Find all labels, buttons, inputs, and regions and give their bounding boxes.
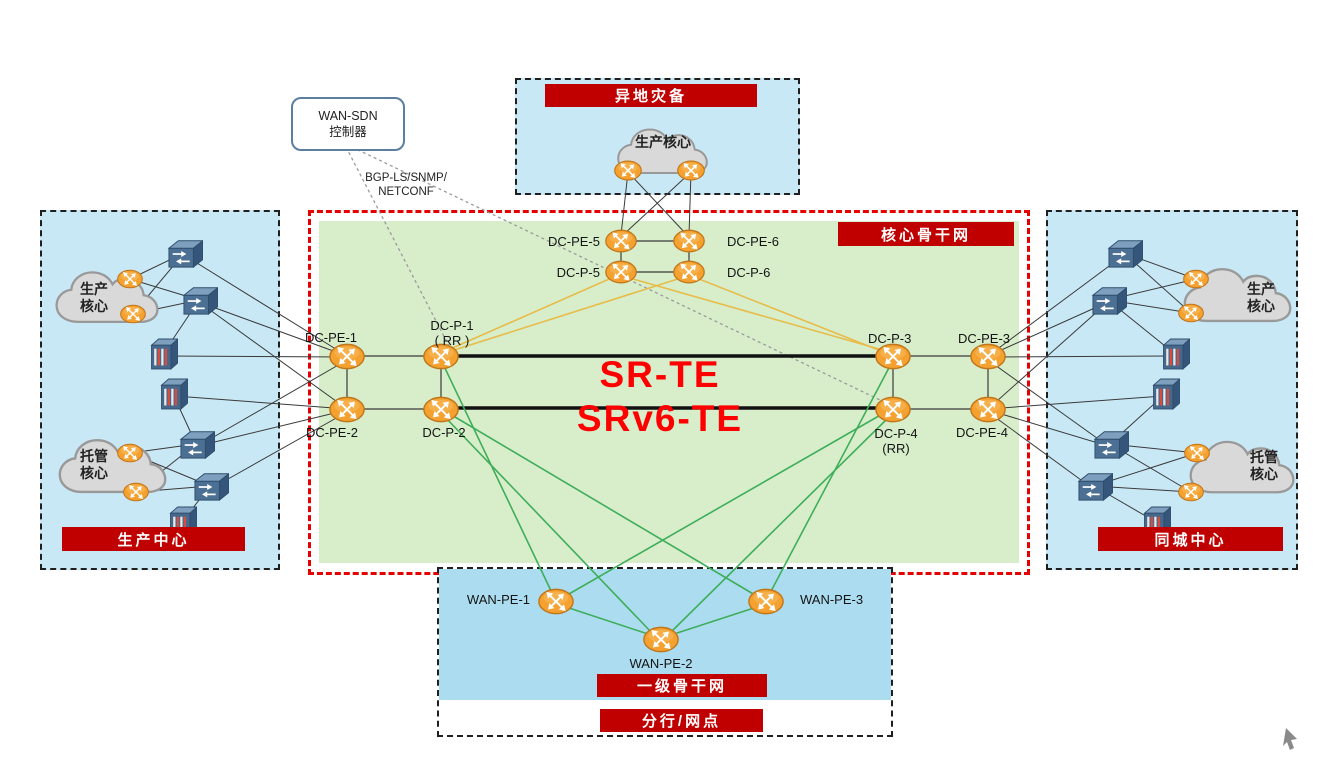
switch-icon-left-3	[180, 431, 215, 459]
label-dc-pe-1: DC-PE-1	[305, 330, 358, 345]
label-dc-p-2: DC-P-2	[422, 425, 466, 440]
label-wan-pe-1: WAN-PE-1	[466, 592, 530, 607]
right-hosted-cloud-label: 托管 核心	[1250, 449, 1278, 483]
banner-production-center: 生产中心	[62, 527, 245, 551]
sr-te-label: SR-TE	[599, 354, 721, 395]
protocol-label: BGP-LS/SNMP/ NETCONF	[350, 171, 462, 199]
right-production-cloud-label-l2: 核心	[1247, 298, 1275, 314]
wan-sdn-controller-box: WAN-SDN 控制器	[291, 97, 405, 151]
router-icon-dc-p-6	[673, 260, 705, 284]
banner-disaster-recovery: 异地灾备	[545, 84, 757, 107]
access-link-lines	[129, 171, 1198, 523]
core-backbone-region-fill	[319, 221, 1019, 563]
server-icon-left-2	[161, 378, 188, 410]
label-dc-p-4-rr: (RR)	[882, 441, 910, 456]
banner-city-center: 同城中心	[1098, 527, 1283, 551]
label-dc-p-1: DC-P-1 ( RR )	[420, 318, 484, 348]
mouse-cursor-icon	[1283, 728, 1297, 750]
switch-icon-right-4	[1078, 473, 1113, 501]
controller-name-line1: WAN-SDN	[318, 109, 378, 123]
switch-icon-right-3	[1094, 431, 1129, 459]
label-dc-pe-6: DC-PE-6	[727, 234, 780, 249]
router-icon-dc-pe-5	[605, 229, 637, 253]
label-dc-pe-3: DC-PE-3	[958, 331, 1011, 346]
router-icon-dc-pe-4	[970, 396, 1006, 423]
router-icon-wan-pe-3	[748, 588, 784, 615]
protocol-line1: BGP-LS/SNMP/	[365, 172, 447, 184]
switch-icon-right-2	[1092, 287, 1127, 315]
left-production-cloud-label-l2: 核心	[80, 298, 108, 314]
banner-tier1-backbone: 一级骨干网	[597, 674, 767, 697]
branch-region-border	[437, 567, 893, 737]
left-hosted-cloud-label-l1: 托管	[80, 448, 108, 464]
router-icon-dc-p-2	[423, 396, 459, 423]
switch-icon-left-1	[168, 240, 203, 268]
label-dc-p-3: DC-P-3	[868, 331, 912, 346]
banner-core-backbone: 核心骨干网	[838, 222, 1014, 246]
label-dc-p-1-rr: ( RR )	[434, 333, 470, 348]
router-icon-dc-pe-6	[673, 229, 705, 253]
label-wan-pe-3: WAN-PE-3	[800, 592, 864, 607]
label-wan-pe-2: WAN-PE-2	[629, 656, 693, 671]
production-center-region	[40, 210, 280, 570]
controller-name-line2: 控制器	[329, 125, 367, 139]
green-wan-lines	[442, 363, 892, 635]
router-icon-dc-p-5	[605, 260, 637, 284]
left-production-cloud-label: 生产 核心	[80, 281, 108, 315]
label-dc-p-6: DC-P-6	[727, 265, 771, 280]
srv6-te-label: SRv6-TE	[576, 398, 744, 439]
right-production-cloud-label: 生产 核心	[1247, 281, 1275, 315]
controller-dotted-links	[345, 146, 881, 401]
server-icon-right-2	[1153, 378, 1180, 410]
switch-icon-left-4	[194, 473, 229, 501]
server-icon-left-1	[151, 338, 178, 370]
left-hosted-cloud-icon	[58, 438, 167, 494]
router-icon-dc-p-4	[875, 396, 911, 423]
label-dc-p-4-name: DC-P-4	[874, 426, 918, 441]
right-hosted-cloud-label-l2: 核心	[1250, 466, 1278, 482]
label-dc-p-5: DC-P-5	[556, 265, 600, 280]
left-production-cloud-label-l1: 生产	[80, 281, 108, 297]
router-icon-dc-pe-2	[329, 396, 365, 423]
yellow-te-lines	[447, 275, 887, 354]
dr-cloud-label: 生产核心	[635, 134, 691, 150]
protocol-line2: NETCONF	[378, 186, 434, 198]
router-icon-wan-pe-1	[538, 588, 574, 615]
label-dc-pe-5: DC-PE-5	[547, 234, 600, 249]
label-dc-pe-4: DC-PE-4	[956, 425, 1009, 440]
server-icon-right-1	[1163, 338, 1190, 370]
right-production-cloud-label-l1: 生产	[1247, 281, 1275, 297]
router-icon-wan-pe-2	[643, 626, 679, 653]
switch-icon-left-2	[183, 287, 218, 315]
sr-te-trunk-lines	[450, 354, 882, 410]
label-dc-p-4: DC-P-4 (RR)	[864, 426, 928, 456]
right-hosted-cloud-label-l1: 托管	[1250, 449, 1278, 465]
left-hosted-cloud-label-l2: 核心	[80, 465, 108, 481]
switch-icon-right-1	[1108, 240, 1143, 268]
label-dc-pe-2: DC-PE-2	[306, 425, 359, 440]
banner-branch: 分行/网点	[600, 709, 763, 732]
label-dc-p-1-name: DC-P-1	[430, 318, 474, 333]
left-hosted-cloud-label: 托管 核心	[80, 448, 108, 482]
